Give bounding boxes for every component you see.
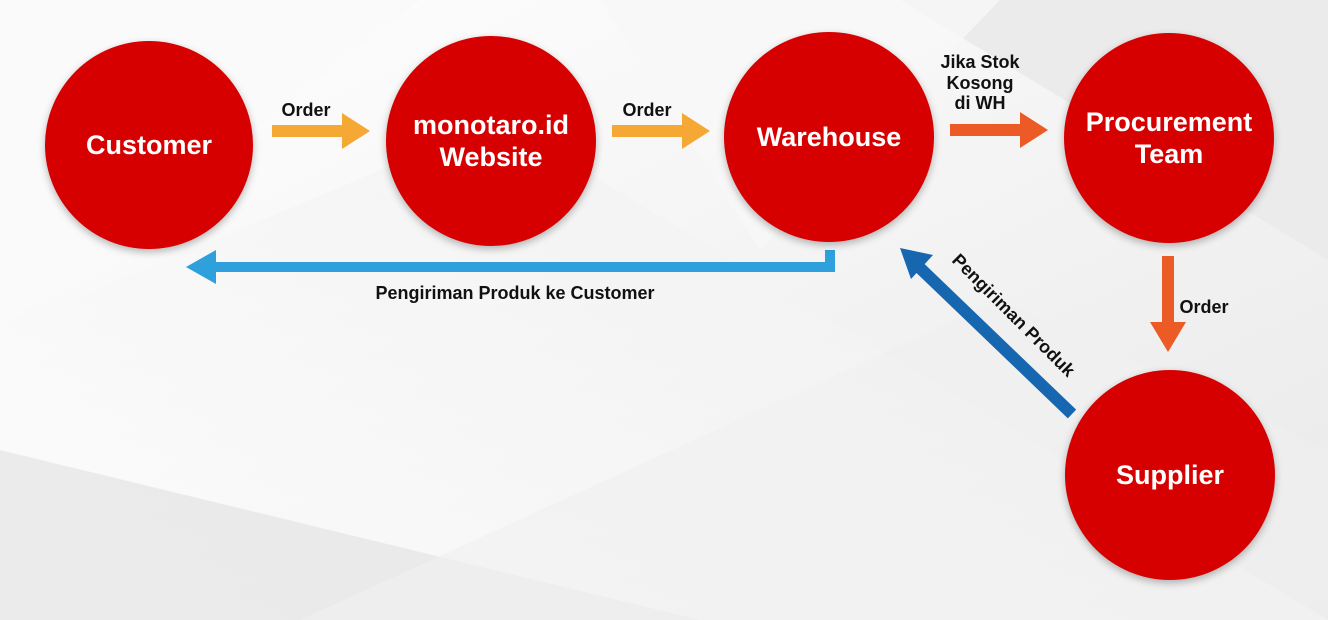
node-customer-label: Customer bbox=[85, 129, 213, 160]
edge-label-customer-to-website: Order bbox=[281, 100, 331, 120]
node-website: monotaro.id Website bbox=[386, 36, 596, 246]
node-supplier-label: Supplier bbox=[1115, 459, 1224, 490]
node-website-label: monotaro.id Website bbox=[413, 109, 569, 172]
node-procurement: Procurement Team bbox=[1064, 33, 1274, 243]
edge-label-procurement-to-supplier: Order bbox=[1179, 297, 1229, 317]
edge-label-warehouse-to-procurement: Jika Stok Kosong di WH bbox=[940, 52, 1020, 114]
edge-label-website-to-warehouse: Order bbox=[622, 100, 672, 120]
node-procurement-label: Procurement Team bbox=[1085, 106, 1253, 169]
node-warehouse: Warehouse bbox=[724, 32, 934, 242]
node-customer: Customer bbox=[45, 41, 253, 249]
node-warehouse-label: Warehouse bbox=[756, 121, 902, 152]
edge-label-warehouse-to-customer: Pengiriman Produk ke Customer bbox=[375, 283, 655, 303]
node-supplier: Supplier bbox=[1065, 370, 1275, 580]
